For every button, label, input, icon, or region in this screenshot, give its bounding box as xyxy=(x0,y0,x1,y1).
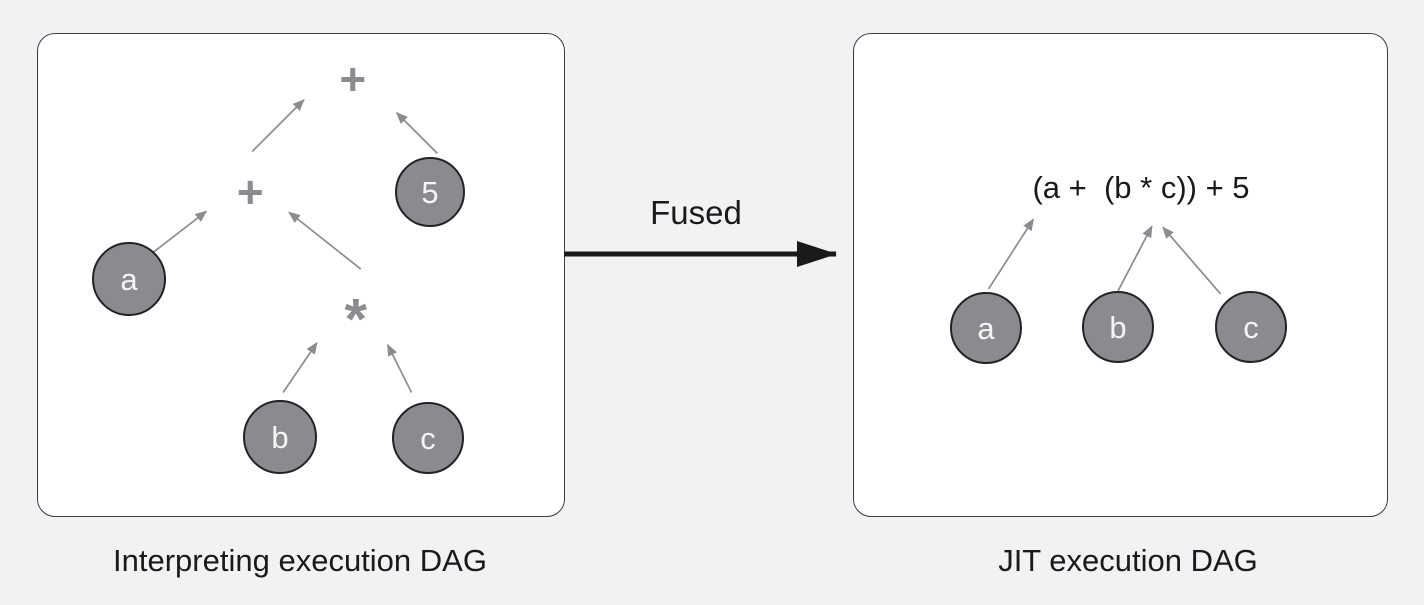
node-a: a xyxy=(92,242,166,316)
jit-node-b: b xyxy=(1082,291,1154,363)
edge-c-to-multiply xyxy=(386,343,413,393)
edge-b-to-expression xyxy=(1117,225,1153,292)
interpreting-caption: Interpreting execution DAG xyxy=(113,543,487,578)
jit-node-c: c xyxy=(1215,291,1287,363)
edge-b-to-multiply xyxy=(282,341,318,393)
edge-c-to-expression xyxy=(1162,226,1222,295)
node-c: c xyxy=(392,402,464,474)
edge-multiply-to-inner-plus xyxy=(288,211,362,270)
edge-inner-plus-to-root-plus xyxy=(251,99,305,153)
jit-node-a: a xyxy=(950,292,1022,364)
jit-panel: (a + (b * c)) + 5 a b c xyxy=(853,33,1388,517)
edge-a-to-inner-plus xyxy=(153,210,208,253)
node-5: 5 xyxy=(395,157,465,227)
edge-a-to-expression xyxy=(987,218,1035,290)
fused-arrow xyxy=(564,241,837,267)
operator-multiply: * xyxy=(345,288,368,352)
operator-plus-inner: + xyxy=(237,166,264,217)
operator-plus-root: + xyxy=(339,54,366,105)
node-b: b xyxy=(243,400,317,474)
fused-expression: (a + (b * c)) + 5 xyxy=(1032,170,1250,205)
fused-label: Fused xyxy=(650,194,742,231)
edge-5-to-root-plus xyxy=(395,111,439,155)
jit-edges-svg xyxy=(987,218,1222,295)
jit-caption: JIT execution DAG xyxy=(998,543,1258,578)
interpreting-panel: + + * a 5 b c xyxy=(37,33,565,517)
